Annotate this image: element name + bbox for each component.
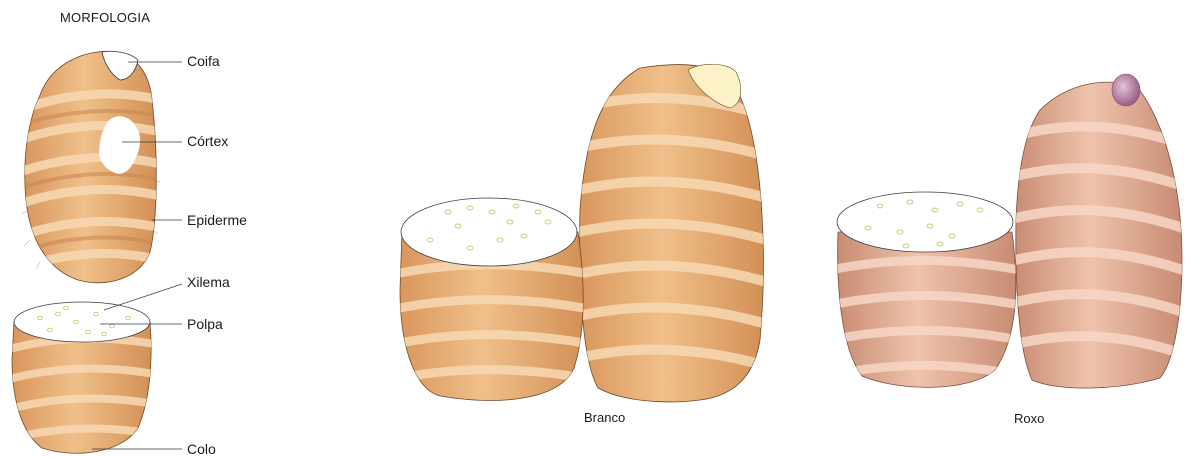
branco-illustration: [390, 64, 780, 402]
roxo-illustration: [830, 74, 1187, 388]
label-colo: Colo: [187, 441, 216, 457]
cut-surface: [14, 302, 150, 342]
label-polpa: Polpa: [187, 316, 223, 332]
label-cortex: Córtex: [187, 133, 228, 149]
caption-branco: Branco: [584, 410, 625, 425]
roxo-coifa: [1112, 74, 1140, 106]
caption-roxo: Roxo: [1014, 411, 1044, 426]
diagram-title: MORFOLOGIA: [60, 10, 150, 25]
label-xilema: Xilema: [187, 274, 230, 290]
whole-corm: [20, 51, 160, 282]
label-coifa: Coifa: [187, 53, 220, 69]
cut-corm: [5, 302, 160, 453]
label-epiderme: Epiderme: [187, 212, 247, 228]
